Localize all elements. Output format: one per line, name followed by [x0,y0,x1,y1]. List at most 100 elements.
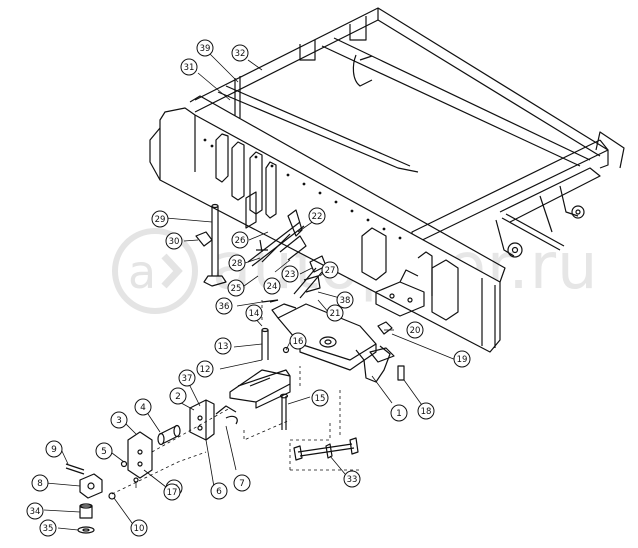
callout-circle [169,387,187,405]
callout-label: 21 [330,309,341,319]
callout-label: 30 [169,237,180,247]
callout-circle [289,332,307,350]
callout-circle [39,519,57,537]
callout-circle [151,210,169,228]
callout-circle [308,207,326,225]
callout-circle [263,277,281,295]
callout-label: 25 [231,284,242,294]
callout-label: 8 [37,479,43,489]
callout-circle [311,389,329,407]
callout-label: 2 [175,392,181,402]
callout-circle [228,254,246,272]
callout-37: 37 [178,369,196,387]
callout-circle [321,261,339,279]
clevis-assembly [189,369,291,441]
callout-circle [231,231,249,249]
callout-38: 38 [336,291,354,309]
callout-32: 32 [231,44,249,62]
callout-circle [227,279,245,297]
callout-18: 18 [417,402,435,420]
callout-25: 25 [227,279,245,297]
callout-label: 16 [293,337,304,347]
callout-27: 27 [321,261,339,279]
callout-circle [180,58,198,76]
callout-circle [233,474,251,492]
callout-26: 26 [231,231,249,249]
frame-top-rails [194,7,609,246]
callout-label: 32 [235,49,246,59]
callout-circle [406,321,424,339]
callout-16: 16 [289,332,307,350]
callout-circle [245,304,263,322]
callout-circle [390,404,408,422]
callout-label: 37 [182,374,193,384]
callout-24: 24 [263,277,281,295]
callout-19: 19 [453,350,471,368]
callout-circle [210,482,228,500]
callout-label: 35 [43,524,54,534]
jack-stand [195,191,257,287]
callout-12: 12 [196,360,214,378]
callout-label: 18 [421,407,432,417]
callout-28: 28 [228,254,246,272]
small-parts [65,424,181,534]
callout-circle [31,474,49,492]
callout-23: 23 [281,265,299,283]
callout-label: 19 [457,355,468,365]
alignment-lines [111,300,360,495]
callout-20: 20 [406,321,424,339]
callout-29: 29 [151,210,169,228]
callout-circle [110,411,128,429]
callout-circle [165,232,183,250]
callout-5: 5 [95,442,113,460]
callout-39: 39 [196,39,214,57]
callout-label: 28 [232,259,243,269]
callout-label: 4 [140,403,146,413]
callout-label: 13 [218,342,229,352]
rear-axle [495,131,625,258]
callout-3: 3 [110,411,128,429]
callout-circle [417,402,435,420]
callout-label: 12 [200,365,211,375]
callout-circle [196,39,214,57]
callout-13: 13 [214,337,232,355]
frame-drawing [43,7,625,534]
frame-front-beam [149,95,506,353]
callout-label: 39 [200,44,211,54]
callout-circle [214,337,232,355]
callout-label: 7 [239,479,245,489]
pins-bolts [261,299,405,461]
callout-label: 27 [325,266,336,276]
callout-circle [134,398,152,416]
callout-33: 33 [343,470,361,488]
callout-circle [95,442,113,460]
beam-brackets [215,133,459,321]
beam-rivets [203,138,402,240]
callout-label: 20 [410,326,421,336]
callout-circle [231,44,249,62]
callout-layer: 1234567891011121314151617181920212223242… [26,39,471,537]
callout-14: 14 [245,304,263,322]
callout-22: 22 [308,207,326,225]
callout-label: 5 [101,447,107,457]
callout-label: 38 [340,296,351,306]
callout-label: 29 [155,215,166,225]
callout-label: 14 [249,309,260,319]
callout-30: 30 [165,232,183,250]
callout-34: 34 [26,502,44,520]
callout-17: 17 [163,483,181,501]
hitch-bracket [375,269,425,317]
callout-label: 22 [312,212,323,222]
callout-label: 9 [51,445,57,455]
callout-label: 17 [167,488,178,498]
callout-label: 31 [184,63,195,73]
callout-label: 26 [235,236,246,246]
callout-label: 6 [216,487,222,497]
callout-15: 15 [311,389,329,407]
callout-4: 4 [134,398,152,416]
callout-circle [178,369,196,387]
callout-1: 1 [390,404,408,422]
callout-circle [326,304,344,322]
callout-circle [281,265,299,283]
